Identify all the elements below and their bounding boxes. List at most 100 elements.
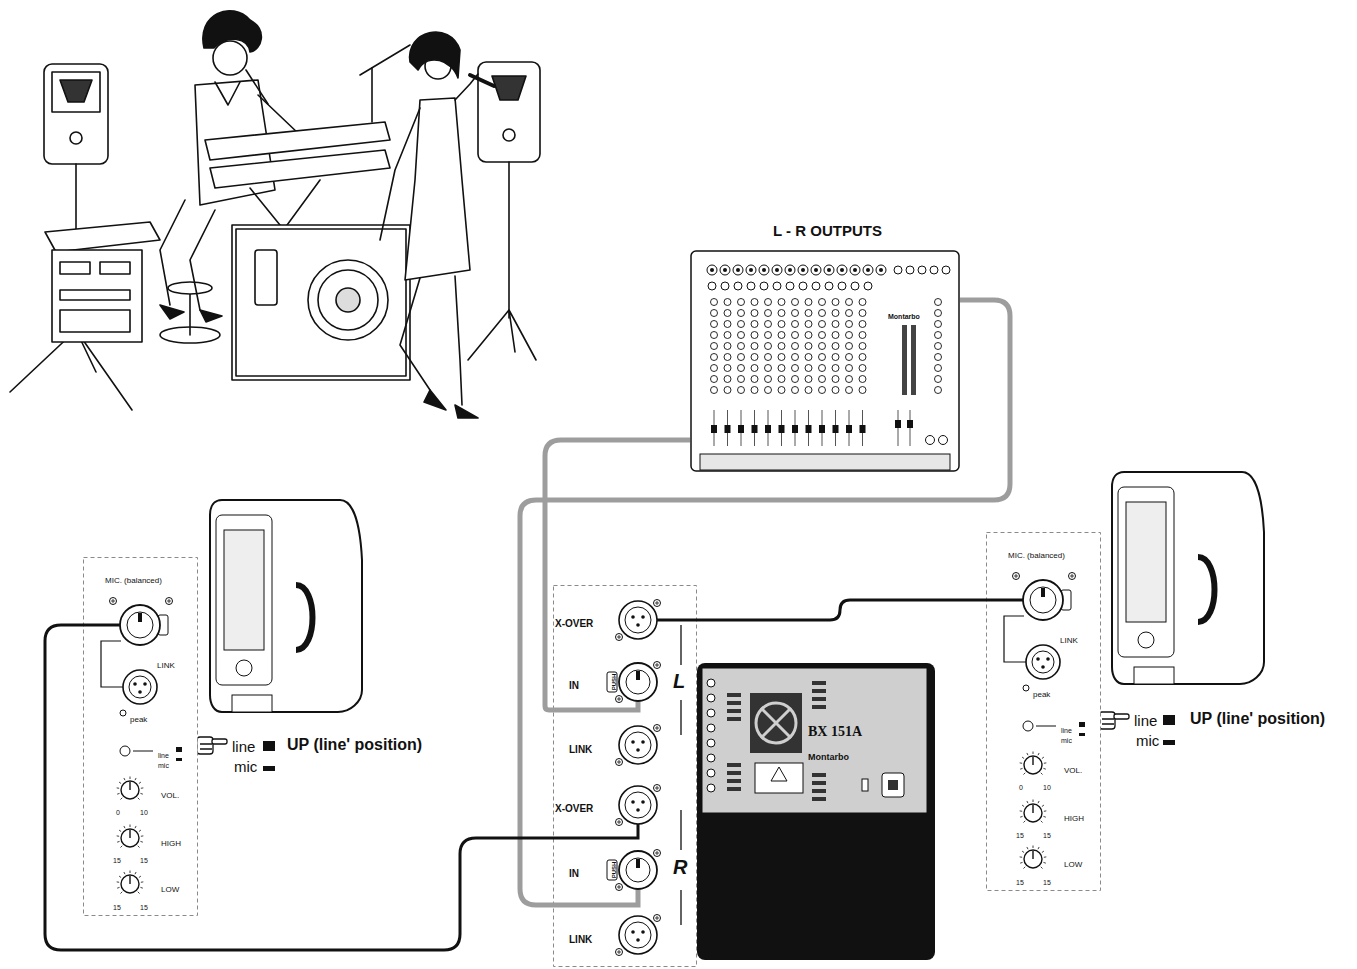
- input-jack: [811, 265, 821, 275]
- screw: [654, 725, 661, 732]
- screw: [655, 726, 659, 730]
- vent-grille: [727, 701, 741, 705]
- band-scene: [424, 390, 446, 410]
- channel-knob: [805, 343, 812, 350]
- channel-knob: [792, 387, 799, 394]
- peak-led: [120, 710, 126, 716]
- speaker-cabinet: [210, 500, 362, 712]
- band-scene: [308, 260, 388, 340]
- screw: [111, 599, 115, 603]
- connector-label: LINK: [569, 935, 592, 945]
- input-jack: [775, 268, 779, 272]
- vent-grille: [727, 717, 741, 721]
- screw: [617, 950, 621, 954]
- channel-knob: [711, 387, 718, 394]
- channel-knob: [792, 299, 799, 306]
- knob-scale: [141, 787, 143, 788]
- link-bracket: [1004, 616, 1026, 662]
- knob-scale: [117, 841, 119, 843]
- channel-knob: [751, 310, 758, 317]
- output-jack: [918, 266, 926, 274]
- warning-label: [755, 763, 803, 793]
- subwoofer-cabinet: [697, 663, 935, 960]
- screw: [655, 916, 659, 920]
- callout-label-holder: mic: [234, 759, 257, 775]
- xlr-pin: [133, 682, 137, 686]
- vent-grille: [727, 787, 741, 791]
- speaker-panel: MIC. (balanced)LINKpeaklinemicVOL.010HIG…: [986, 532, 1101, 891]
- rear-jack: [707, 679, 715, 687]
- connector-label-holder: PUSH: [603, 674, 619, 691]
- fader-cap: [765, 425, 771, 433]
- channel-knob: [711, 321, 718, 328]
- knob-scale: [1020, 810, 1022, 811]
- xlr-pin: [636, 623, 640, 627]
- speaker-cabinet: [1198, 557, 1215, 622]
- fader-cap: [738, 425, 744, 433]
- model-name: BX 151A: [808, 725, 862, 739]
- master-knob: [935, 387, 942, 394]
- switch-symbol: [263, 766, 275, 771]
- channel-knob: [711, 310, 718, 317]
- control-label-holder: 15: [140, 850, 148, 866]
- xlr-pin: [1041, 665, 1045, 669]
- insert-jack: [734, 282, 742, 290]
- control-label: LOW: [1064, 861, 1082, 869]
- channel-knob: [778, 332, 785, 339]
- xlr-connector: [619, 601, 657, 639]
- vent-grille: [812, 705, 826, 709]
- screw: [616, 759, 623, 766]
- mixer-body: [700, 454, 950, 470]
- cable: [553, 701, 638, 710]
- xlr-connector: [625, 922, 651, 948]
- knob-scale: [124, 872, 125, 874]
- channel-knob: [819, 343, 826, 350]
- band-scene: [371, 68, 373, 122]
- fader-cap: [895, 420, 901, 428]
- control-label: LINK: [157, 662, 175, 670]
- latch-tab: [607, 860, 617, 880]
- channel-knob: [724, 310, 731, 317]
- channel-knob: [765, 332, 772, 339]
- channel-knob: [859, 299, 866, 306]
- vent-grille: [727, 693, 741, 697]
- channel-knob: [751, 321, 758, 328]
- output-jack: [906, 266, 914, 274]
- knob: [121, 781, 139, 799]
- band-scene: [189, 290, 191, 335]
- band-scene: [160, 305, 184, 319]
- rear-jack: [707, 709, 715, 717]
- band-scene: [470, 75, 494, 86]
- channel-knob: [711, 365, 718, 372]
- channel-knob: [751, 299, 758, 306]
- knob-scale: [1038, 847, 1039, 849]
- control-label-holder: HIGH: [161, 833, 181, 849]
- callout-label: mic: [234, 759, 257, 774]
- channel-knob: [778, 354, 785, 361]
- screw: [655, 601, 659, 605]
- knob-scale: [124, 826, 125, 828]
- combo-connector: [626, 858, 650, 882]
- xlr-pin: [631, 615, 635, 619]
- screw: [167, 599, 171, 603]
- band-scene: [215, 82, 240, 105]
- vent-grille: [812, 689, 826, 693]
- master-knob: [935, 321, 942, 328]
- channel-knob: [751, 354, 758, 361]
- phones-jack: [939, 436, 948, 445]
- control-label-holder: VOL.: [161, 785, 179, 801]
- insert-jack: [812, 282, 820, 290]
- switch-symbol: [1079, 722, 1085, 727]
- control-label: MIC. (balanced): [1008, 552, 1065, 560]
- control-label: 15: [1043, 832, 1051, 839]
- knob-scale: [1022, 851, 1024, 852]
- vent-grille: [812, 681, 826, 685]
- xlr-pin: [1046, 657, 1050, 661]
- xlr-connector: [123, 670, 157, 704]
- band-scene: [44, 64, 108, 164]
- input-jack: [736, 268, 740, 272]
- screw: [654, 662, 661, 669]
- switch-symbol: [176, 747, 182, 752]
- knob: [121, 829, 139, 847]
- xlr-connector: [619, 916, 657, 954]
